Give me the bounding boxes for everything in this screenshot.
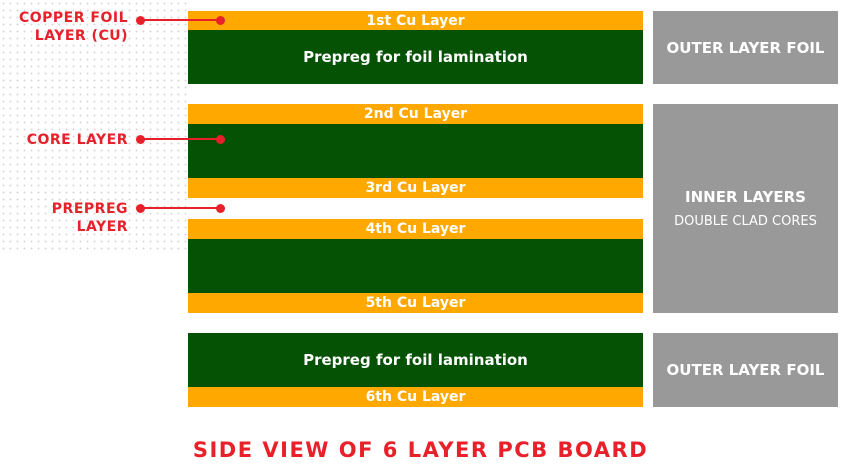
callout-line-2: LAYER (CU) <box>34 28 128 44</box>
callout-dot <box>216 16 225 25</box>
core-layer-1 <box>188 124 643 178</box>
copper-layer-5: 5th Cu Layer <box>188 293 643 313</box>
callout-line <box>140 138 220 140</box>
prepreg-layer-bottom: Prepreg for foil lamination <box>188 333 643 387</box>
callout-dot <box>216 135 225 144</box>
copper-layer-6: 6th Cu Layer <box>188 387 643 407</box>
group-label: INNER LAYERS <box>685 188 806 206</box>
group-label: OUTER LAYER FOIL <box>666 38 825 57</box>
callout-line <box>140 207 220 209</box>
copper-layer-3: 3rd Cu Layer <box>188 178 643 198</box>
prepreg-layer-top: Prepreg for foil lamination <box>188 30 643 84</box>
callout-core-layer: CORE LAYER <box>26 132 128 148</box>
callout-line <box>140 19 220 21</box>
copper-layer-4: 4th Cu Layer <box>188 219 643 239</box>
copper-layer-1: 1st Cu Layer <box>188 11 643 30</box>
core-layer-2 <box>188 239 643 293</box>
callout-prepreg-layer: PREPREG LAYER <box>51 201 128 235</box>
diagram-title: SIDE VIEW OF 6 LAYER PCB BOARD <box>192 438 649 462</box>
callout-copper-foil: COPPER FOIL LAYER (CU) <box>19 9 128 45</box>
group-label: OUTER LAYER FOIL <box>666 361 825 379</box>
copper-layer-2: 2nd Cu Layer <box>188 104 643 124</box>
inner-layers-box: INNER LAYERS DOUBLE CLAD CORES <box>653 104 838 313</box>
callout-line-1: COPPER FOIL <box>18 10 128 26</box>
outer-layer-foil-top-box: OUTER LAYER FOIL <box>653 11 838 84</box>
group-sublabel: DOUBLE CLAD CORES <box>674 214 817 229</box>
outer-layer-foil-bottom-box: OUTER LAYER FOIL <box>653 333 838 407</box>
callout-dot <box>216 204 225 213</box>
